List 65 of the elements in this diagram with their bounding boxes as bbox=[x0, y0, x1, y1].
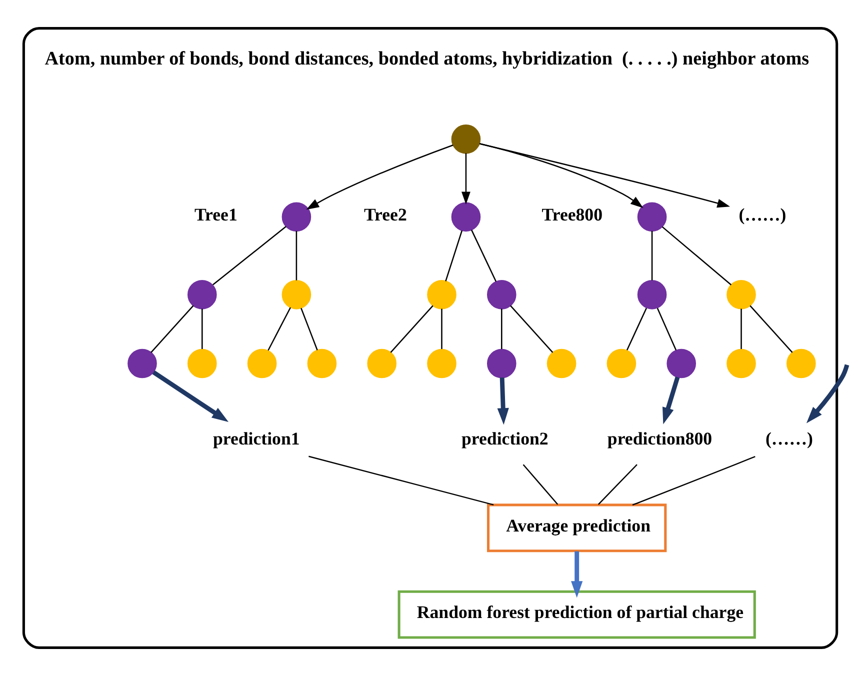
connector bbox=[300, 307, 318, 350]
connector bbox=[501, 308, 502, 349]
node-circle bbox=[726, 280, 756, 309]
node-box: Random forest prediction of partial charge bbox=[398, 590, 756, 638]
node-circle bbox=[282, 280, 312, 309]
node-circle bbox=[606, 348, 636, 378]
node-circle bbox=[546, 348, 576, 378]
arrow bbox=[152, 370, 229, 422]
node-circle bbox=[282, 202, 312, 232]
connector bbox=[445, 230, 463, 281]
node-circle bbox=[247, 348, 277, 378]
node-circle bbox=[451, 202, 481, 232]
node-circle bbox=[666, 348, 696, 378]
node-circle bbox=[451, 124, 481, 154]
arrow bbox=[479, 142, 644, 208]
connector bbox=[441, 308, 442, 349]
node-circle bbox=[187, 348, 217, 378]
connector bbox=[656, 307, 677, 350]
node-text: prediction1 bbox=[212, 428, 300, 448]
connector bbox=[510, 304, 554, 352]
arrow bbox=[462, 152, 470, 204]
node-text: prediction2 bbox=[461, 428, 548, 448]
arrow bbox=[571, 550, 583, 598]
connector bbox=[308, 455, 494, 505]
connector bbox=[632, 455, 756, 506]
node-circle bbox=[128, 348, 157, 378]
node-circle bbox=[367, 348, 396, 378]
node-box: Average prediction bbox=[486, 503, 667, 552]
node-circle bbox=[637, 202, 667, 232]
node-circle bbox=[187, 280, 217, 309]
connector bbox=[202, 308, 203, 349]
node-text: prediction800 bbox=[607, 428, 712, 448]
node-circle bbox=[486, 280, 516, 309]
connector bbox=[296, 230, 298, 280]
arrow bbox=[497, 376, 509, 424]
node-text: (……) bbox=[738, 204, 786, 224]
arrow bbox=[480, 142, 730, 208]
arrow bbox=[306, 144, 454, 210]
connector bbox=[662, 226, 732, 285]
arrow bbox=[806, 364, 850, 423]
node-circle bbox=[786, 348, 816, 378]
node-circle bbox=[427, 280, 456, 309]
cluster bbox=[22, 26, 838, 648]
connector bbox=[522, 464, 558, 504]
node-circle bbox=[307, 348, 337, 378]
connector bbox=[470, 229, 497, 282]
node-circle bbox=[637, 280, 667, 309]
connector bbox=[750, 304, 793, 352]
node-circle bbox=[486, 348, 516, 378]
connector bbox=[740, 308, 742, 349]
node-text: (……) bbox=[765, 428, 813, 448]
node-label: Tree800 bbox=[542, 204, 603, 224]
node-label: Tree2 bbox=[364, 204, 407, 224]
connector bbox=[268, 306, 292, 350]
connector bbox=[651, 230, 653, 280]
node-circle bbox=[726, 348, 756, 378]
connector bbox=[390, 304, 434, 352]
connector bbox=[212, 226, 286, 285]
connector bbox=[150, 304, 194, 352]
node-label: Atom, number of bonds, bond distances, bonded atoms, hybridization (. . . . .) neighbor atoms bbox=[44, 48, 810, 70]
node-circle bbox=[427, 348, 456, 378]
connector bbox=[626, 307, 647, 350]
arrow bbox=[662, 376, 680, 424]
connector bbox=[598, 464, 638, 504]
node-label: Tree1 bbox=[194, 204, 238, 224]
